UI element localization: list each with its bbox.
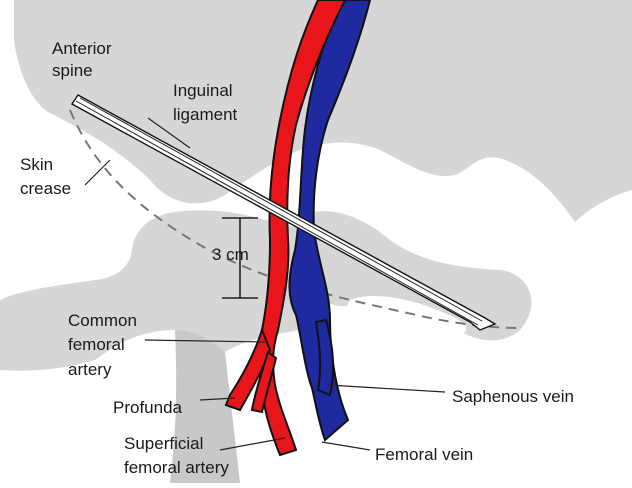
label-saphenous-vein: Saphenous vein (452, 387, 574, 406)
femoral-shaft (170, 330, 240, 483)
femoral-vein (288, 0, 372, 442)
cfa-leader (144, 339, 266, 343)
label-measurement: 3 cm (212, 245, 249, 264)
sfa-leader (219, 437, 286, 451)
skin-crease-leader (84, 159, 111, 186)
saphenous-leader (327, 384, 446, 393)
label-anterior-spine: Anterior spine (52, 39, 116, 80)
inguinal-ligament-band (70, 94, 497, 331)
femoral-vein-leader (321, 441, 371, 451)
label-profunda: Profunda (113, 398, 183, 417)
profunda-branch-2 (250, 350, 278, 414)
femoral-head (0, 210, 300, 371)
label-femoral-vein: Femoral vein (375, 445, 473, 464)
label-skin-crease: Skin crease (20, 155, 71, 198)
profunda-leader (199, 397, 236, 401)
saphenous-vein-branch (314, 318, 335, 397)
femoral-artery (258, 0, 347, 457)
leader-lines (84, 117, 446, 451)
pubic-ramus (300, 211, 532, 341)
label-inguinal-ligament: Inguinal ligament (173, 81, 238, 124)
ligament-leader (147, 117, 191, 149)
label-common-femoral-artery: Common femoral artery (68, 311, 142, 379)
measurement-bracket (222, 217, 258, 299)
label-superficial-femoral-artery: Superficial femoral artery (124, 434, 229, 477)
